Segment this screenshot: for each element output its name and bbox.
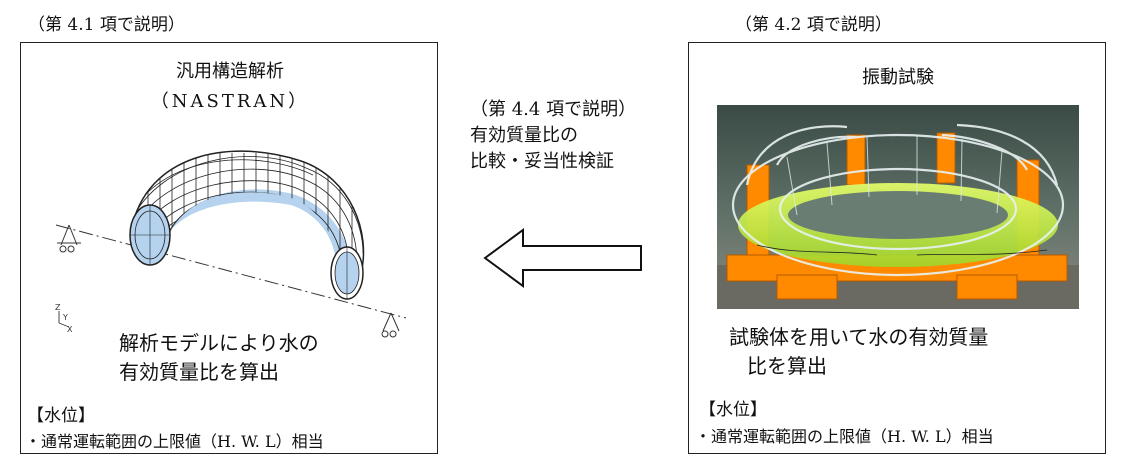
left-support-icon: [57, 224, 81, 253]
analysis-level-text: ・通常運転範囲の上限値（H. W. L）相当: [25, 432, 324, 451]
analysis-box: 汎用構造解析 （NASTRAN）: [20, 42, 438, 454]
test-box: 振動試験: [688, 42, 1106, 454]
analysis-description-line2: 有効質量比を算出: [119, 360, 279, 384]
analysis-subtitle: （NASTRAN）: [150, 91, 310, 112]
test-title: 振動試験: [862, 67, 934, 88]
vibration-test-photo: [717, 105, 1079, 309]
comparison-line2: 比較・妥当性検証: [470, 151, 614, 172]
right-support-icon: [381, 312, 400, 338]
svg-text:Z: Z: [55, 303, 61, 312]
svg-text:X: X: [67, 325, 73, 334]
left-section-caption: （第 4.1 項で説明）: [28, 15, 185, 35]
analysis-description-line1: 解析モデルにより水の: [119, 331, 319, 355]
axis-icon: [58, 311, 70, 328]
test-level-heading: 【水位】: [699, 400, 767, 420]
torus-mesh-model: Z Y X: [55, 150, 407, 338]
comparison-caption: （第 4.4 項で説明）: [470, 99, 637, 120]
torus-shade: [169, 189, 351, 276]
centerline: [55, 224, 407, 319]
torus-body: [130, 150, 365, 277]
comparison-line1: 有効質量比の: [470, 125, 578, 146]
svg-text:Y: Y: [62, 313, 68, 322]
test-level-text: ・通常運転範囲の上限値（H. W. L）相当: [695, 427, 994, 446]
right-section-caption: （第 4.2 項で説明）: [735, 15, 892, 35]
left-arrow-icon: [483, 228, 642, 288]
test-description-line2: 比を算出: [747, 354, 827, 378]
test-description-line1: 試験体を用いて水の有効質量: [729, 325, 989, 349]
analysis-title: 汎用構造解析: [176, 61, 284, 82]
analysis-level-heading: 【水位】: [27, 406, 95, 426]
